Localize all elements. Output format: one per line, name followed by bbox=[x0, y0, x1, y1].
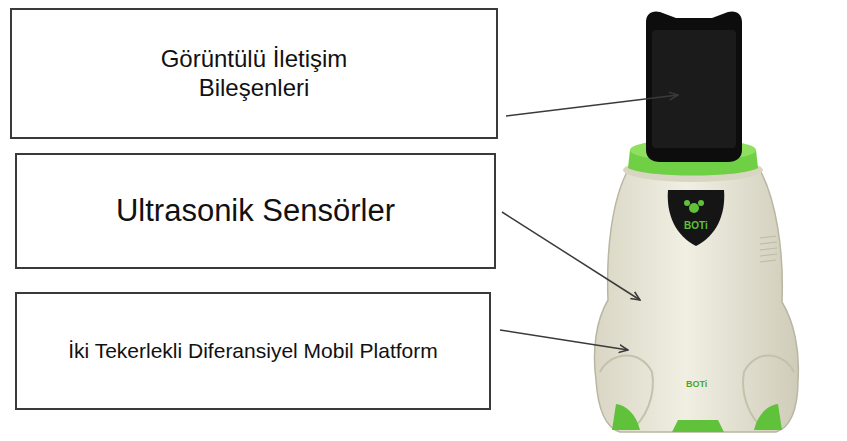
label-box: Görüntülü İletişim Bileşenleri bbox=[10, 8, 498, 139]
logo-text: BOTi bbox=[684, 220, 708, 231]
box-label: Görüntülü İletişim Bileşenleri bbox=[104, 45, 404, 103]
box-label: İki Tekerlekli Diferansiyel Mobil Platfo… bbox=[68, 338, 438, 363]
logo-mark bbox=[698, 200, 704, 206]
label-box: İki Tekerlekli Diferansiyel Mobil Platfo… bbox=[15, 292, 491, 410]
label-box: Ultrasonik Sensörler bbox=[15, 153, 496, 269]
leader-arrow bbox=[502, 212, 640, 300]
robot-body bbox=[595, 170, 799, 432]
logo-mark bbox=[689, 203, 699, 213]
leader-arrow bbox=[500, 330, 628, 350]
logo-shield bbox=[668, 190, 725, 246]
wheel-housing bbox=[600, 355, 653, 430]
video-screen bbox=[646, 11, 742, 162]
speaker-grille bbox=[760, 236, 777, 262]
green-trim bbox=[672, 420, 724, 432]
green-trim bbox=[612, 404, 640, 430]
box-label: Ultrasonik Sensörler bbox=[116, 192, 395, 229]
logo-mark bbox=[684, 200, 690, 206]
wheel-housing bbox=[743, 355, 794, 430]
screen-glass bbox=[652, 30, 736, 148]
leader-arrow bbox=[506, 95, 678, 116]
logo-text: BOTi bbox=[686, 379, 707, 389]
green-trim bbox=[754, 404, 782, 430]
